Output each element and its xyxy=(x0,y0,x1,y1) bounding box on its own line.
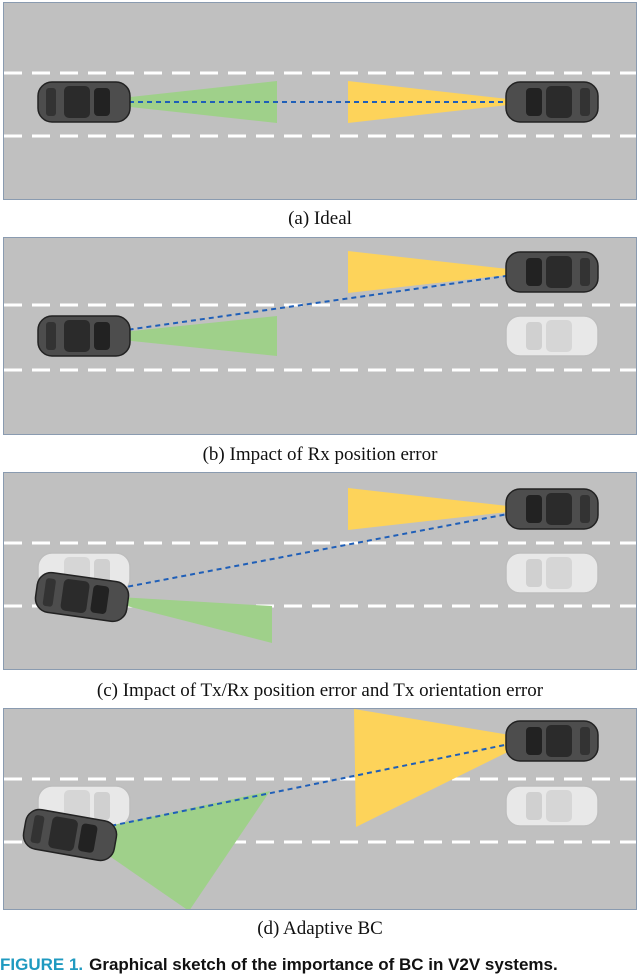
panel-b-rx-position-error xyxy=(3,237,637,435)
tx-beam xyxy=(84,81,277,123)
rx-beam xyxy=(354,709,534,827)
link-line xyxy=(75,738,535,834)
lane-markings xyxy=(4,777,636,844)
rx-beam xyxy=(348,251,534,293)
figure-caption: FIGURE 1. Graphical sketch of the importa… xyxy=(0,955,640,975)
rx-beam xyxy=(348,81,534,123)
panel-a-drawing xyxy=(4,71,636,138)
tx-car xyxy=(37,315,131,357)
caption-d: (d) Adaptive BC xyxy=(257,918,383,939)
tx-car xyxy=(22,808,118,862)
rx-car xyxy=(505,251,599,293)
panel-c-drawing xyxy=(4,488,636,643)
rx-car xyxy=(505,720,599,762)
caption-a: (a) Ideal xyxy=(288,208,352,229)
rx-car xyxy=(505,488,599,530)
ghost-rx-car xyxy=(505,552,599,594)
ghost-rx-car xyxy=(505,785,599,827)
tx-car xyxy=(34,571,130,623)
ghost-rx-car xyxy=(505,315,599,357)
panel-d-adaptive-bc xyxy=(3,708,637,910)
tx-beam xyxy=(84,316,277,356)
caption-b: (b) Impact of Rx position error xyxy=(202,444,438,465)
link-line xyxy=(83,508,535,596)
tx-beam xyxy=(84,595,272,643)
lane-markings xyxy=(4,303,636,372)
lane-markings xyxy=(4,541,636,608)
rx-car xyxy=(505,81,599,123)
tx-beam xyxy=(76,791,270,909)
panel-c-txrx-position-orientation-error xyxy=(3,472,637,670)
link-line xyxy=(83,271,535,337)
rx-beam xyxy=(348,488,534,530)
tx-car xyxy=(37,81,131,123)
figure-caption-text: Graphical sketch of the importance of BC… xyxy=(89,955,558,974)
figure-caption-label: FIGURE 1. xyxy=(0,955,84,974)
lane-markings xyxy=(4,71,636,138)
panel-a-ideal xyxy=(3,2,637,200)
panel-d-drawing xyxy=(4,709,636,909)
caption-c: (c) Impact of Tx/Rx position error and T… xyxy=(96,680,544,701)
panel-b-drawing xyxy=(4,251,636,372)
